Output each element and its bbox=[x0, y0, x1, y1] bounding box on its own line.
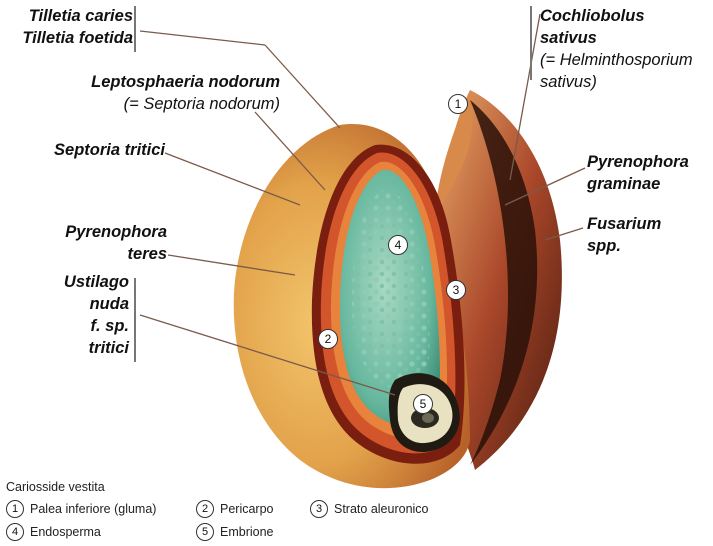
bar-ustilago bbox=[134, 278, 136, 362]
label-ustilago-3: f. sp. bbox=[90, 316, 129, 336]
legend-text-4: Endosperma bbox=[30, 525, 101, 539]
legend-text-3: Strato aleuronico bbox=[334, 502, 429, 516]
legend-num-4: 4 bbox=[6, 523, 24, 541]
legend-text-1: Palea inferiore (gluma) bbox=[30, 502, 156, 516]
label-tilletia-caries: Tilletia caries bbox=[29, 6, 133, 26]
legend-item-4: 4 Endosperma bbox=[6, 523, 101, 541]
label-fusarium-2: spp. bbox=[587, 236, 621, 256]
label-cochliobolus-syn-2: sativus) bbox=[540, 72, 597, 92]
legend-title: Cariosside vestita bbox=[6, 480, 105, 494]
label-cochliobolus-syn-1: (= Helminthosporium bbox=[540, 50, 693, 70]
label-septoria-tritici: Septoria tritici bbox=[54, 140, 165, 160]
label-pyrenophora-graminae-1: Pyrenophora bbox=[587, 152, 689, 172]
legend-item-1: 1 Palea inferiore (gluma) bbox=[6, 500, 156, 518]
bar-tilletia bbox=[134, 6, 136, 52]
bar-cochliobolus bbox=[530, 6, 532, 80]
legend-num-5: 5 bbox=[196, 523, 214, 541]
marker-5: 5 bbox=[413, 394, 433, 414]
label-pyrenophora-teres-2: teres bbox=[128, 244, 167, 264]
marker-2: 2 bbox=[318, 329, 338, 349]
marker-3: 3 bbox=[446, 280, 466, 300]
marker-1: 1 bbox=[448, 94, 468, 114]
legend-item-2: 2 Pericarpo bbox=[196, 500, 274, 518]
marker-4: 4 bbox=[388, 235, 408, 255]
label-ustilago-4: tritici bbox=[89, 338, 129, 358]
legend-num-3: 3 bbox=[310, 500, 328, 518]
legend-num-2: 2 bbox=[196, 500, 214, 518]
legend-item-3: 3 Strato aleuronico bbox=[310, 500, 429, 518]
legend-text-5: Embrione bbox=[220, 525, 274, 539]
label-cochliobolus-2: sativus bbox=[540, 28, 597, 48]
legend-num-1: 1 bbox=[6, 500, 24, 518]
label-tilletia-foetida: Tilletia foetida bbox=[22, 28, 133, 48]
legend-text-2: Pericarpo bbox=[220, 502, 274, 516]
label-ustilago-1: Ustilago bbox=[64, 272, 129, 292]
label-pyrenophora-teres-1: Pyrenophora bbox=[65, 222, 167, 242]
legend-item-5: 5 Embrione bbox=[196, 523, 274, 541]
label-ustilago-2: nuda bbox=[90, 294, 129, 314]
label-leptosphaeria: Leptosphaeria nodorum bbox=[91, 72, 280, 92]
label-cochliobolus-1: Cochliobolus bbox=[540, 6, 645, 26]
label-leptosphaeria-syn: (= Septoria nodorum) bbox=[124, 94, 280, 114]
label-fusarium-1: Fusarium bbox=[587, 214, 661, 234]
label-pyrenophora-graminae-2: graminae bbox=[587, 174, 660, 194]
